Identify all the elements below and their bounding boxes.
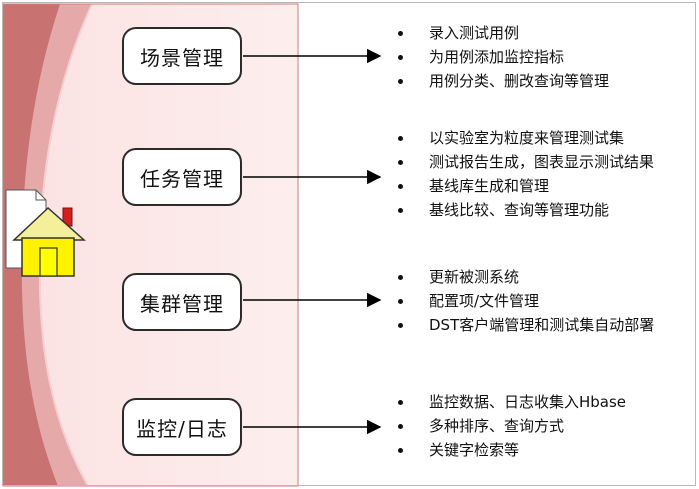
- panel-border: [2, 3, 299, 487]
- bullet-item: 录入测试用例: [396, 21, 609, 45]
- node-monitor-log: 监控/日志: [122, 398, 242, 456]
- node-label: 任务管理: [140, 166, 224, 191]
- bullet-item: 测试报告生成，图表显示测试结果: [396, 150, 654, 174]
- bullet-item: 以实验室为粒度来管理测试集: [396, 126, 654, 150]
- bullet-item: DST客户端管理和测试集自动部署: [396, 313, 654, 337]
- bullet-item: 关键字检索等: [396, 438, 626, 462]
- bullet-item: 多种排序、查询方式: [396, 414, 626, 438]
- panel-dark-band: [3, 4, 60, 486]
- house-door: [39, 247, 58, 277]
- node-cluster-management: 集群管理: [122, 273, 242, 331]
- node-label: 场景管理: [140, 45, 224, 70]
- node-task-management: 任务管理: [122, 148, 242, 206]
- bullet-item: 为用例添加监控指标: [396, 45, 609, 69]
- bullet-item: 基线比较、查询等管理功能: [396, 198, 654, 222]
- bullet-item: 配置项/文件管理: [396, 289, 654, 313]
- bullet-item: 基线库生成和管理: [396, 174, 654, 198]
- house-icon: [12, 206, 86, 277]
- node-scene-management: 场景管理: [122, 27, 242, 85]
- bullet-list-cluster: 更新被测系统 配置项/文件管理 DST客户端管理和测试集自动部署: [396, 265, 654, 337]
- bullet-list-scene: 录入测试用例 为用例添加监控指标 用例分类、删改查询等管理: [396, 21, 609, 93]
- arrows: [243, 48, 382, 435]
- document-fold: [35, 190, 46, 201]
- panel-curve-highlight: [38, 3, 93, 487]
- node-label: 监控/日志: [136, 416, 228, 441]
- bullet-item: 用例分类、删改查询等管理: [396, 69, 609, 93]
- bullet-list-task: 以实验室为粒度来管理测试集 测试报告生成，图表显示测试结果 基线库生成和管理 基…: [396, 126, 654, 222]
- bullet-list-monitor: 监控数据、日志收集入Hbase 多种排序、查询方式 关键字检索等: [396, 390, 626, 462]
- bullet-item: 更新被测系统: [396, 265, 654, 289]
- node-label: 集群管理: [140, 291, 224, 316]
- bullet-item: 监控数据、日志收集入Hbase: [396, 390, 626, 414]
